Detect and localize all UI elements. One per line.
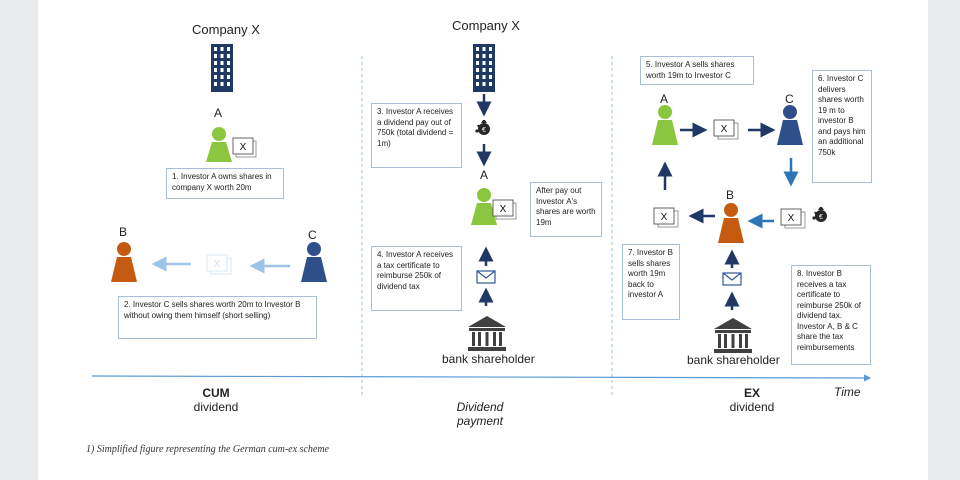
share-mark: X	[240, 142, 247, 153]
figure-caption: 1) Simplified figure representing the Ge…	[86, 444, 329, 455]
phase-ex-top: EX	[743, 386, 760, 400]
svg-text:X: X	[214, 259, 221, 270]
note-after-payout: After pay out Investor A's shares are wo…	[530, 182, 602, 237]
note-step-3: 3. Investor A receives a dividend pay ou…	[371, 103, 462, 168]
svg-text:X: X	[788, 213, 795, 224]
investor-a-letter: A	[214, 106, 223, 120]
share-certificate-icon: X	[713, 119, 739, 140]
phase-dividend-payment: Dividend payment	[420, 400, 540, 428]
share-certificate-icon: X	[653, 207, 679, 228]
phase-cum-top: CUM	[202, 386, 230, 400]
investor-a-figure	[471, 188, 497, 225]
envelope-icon	[722, 272, 742, 286]
share-certificate-icon: X	[492, 199, 517, 220]
note-step-8: 8. Investor B receives a tax certificate…	[791, 265, 871, 365]
investor-a-figure	[206, 127, 232, 162]
note-step-5: 5. Investor A sells shares worth 19m to …	[640, 56, 754, 85]
phantom-share-icon: X	[206, 254, 232, 275]
phase-ex-dividend: EX dividend	[692, 386, 812, 414]
share-certificate-icon: X	[232, 137, 257, 158]
phase-payment-top: Dividend	[456, 400, 504, 414]
money-bag-icon	[812, 207, 827, 222]
company-building-icon	[211, 44, 233, 92]
bank-icon	[468, 316, 506, 351]
investor-a-letter: A	[660, 92, 669, 106]
investor-a-figure	[652, 105, 678, 145]
phase-cum-bottom: dividend	[193, 400, 239, 414]
note-step-7: 7. Investor B sells shares worth 19m bac…	[622, 244, 680, 320]
note-step-6: 6. Investor C delivers shares worth 19 m…	[812, 70, 872, 183]
investor-b-figure	[111, 242, 137, 282]
svg-text:X: X	[500, 204, 507, 215]
investor-b-letter: B	[119, 225, 128, 239]
company-x-label: Company X	[452, 18, 520, 33]
company-building-icon	[473, 44, 495, 92]
bank-shareholder-label: bank shareholder	[442, 352, 535, 366]
investor-c-figure	[777, 105, 803, 145]
note-step-4: 4. Investor A receives a tax certificate…	[371, 246, 462, 311]
phase-cum-dividend: CUM dividend	[156, 386, 276, 414]
investor-a-letter: A	[480, 168, 489, 182]
svg-text:X: X	[661, 212, 668, 223]
investor-b-figure	[718, 203, 744, 243]
envelope-icon	[476, 270, 496, 284]
share-certificate-icon: X	[780, 208, 806, 229]
phase-ex-bottom: dividend	[729, 400, 775, 414]
phase-payment-bottom: payment	[456, 414, 504, 428]
timeline-arrow	[91, 374, 872, 382]
cum-ex-diagram: € X X X	[91, 44, 872, 398]
investor-c-letter: C	[785, 92, 794, 106]
note-step-2: 2. Investor C sells shares worth 20m to …	[118, 296, 317, 339]
svg-text:X: X	[721, 124, 728, 135]
bank-shareholder-label: bank shareholder	[687, 353, 780, 367]
time-axis-label: Time	[834, 385, 861, 399]
money-bag-icon	[475, 120, 490, 135]
investor-c-letter: C	[308, 228, 317, 242]
document-page: € X X X	[38, 0, 928, 480]
investor-c-figure	[301, 242, 327, 282]
company-x-label: Company X	[192, 22, 260, 37]
bank-icon	[714, 318, 752, 353]
note-step-1: 1. Investor A owns shares in company X w…	[166, 168, 284, 199]
investor-b-letter: B	[726, 188, 735, 202]
